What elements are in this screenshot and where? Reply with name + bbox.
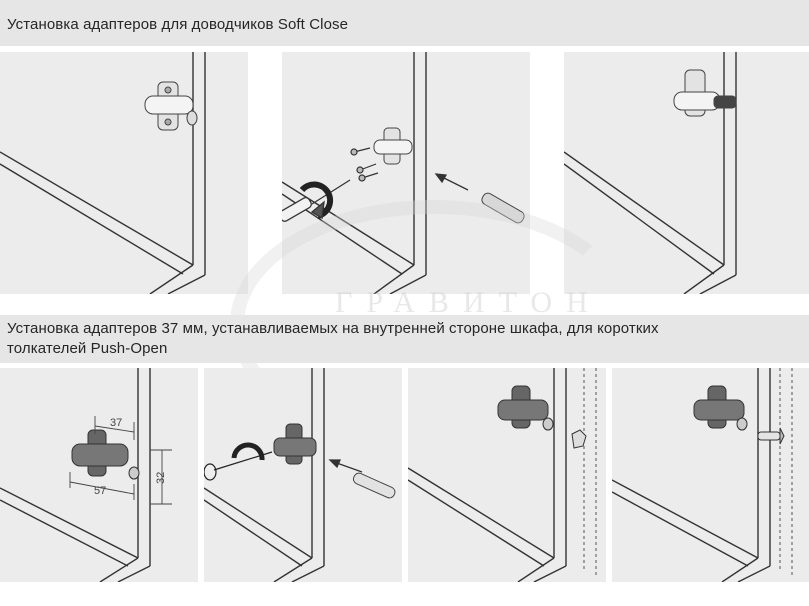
cabinet-corner-illustration (204, 368, 396, 582)
dimension-label-32: 32 (155, 472, 167, 484)
section-title-push-open-line1: Установка адаптеров 37 мм, устанавливаем… (7, 320, 659, 337)
cabinet-corner-illustration (564, 52, 737, 294)
dimension-label-57: 57 (94, 485, 106, 497)
section-header-soft-close (0, 0, 809, 46)
hinge-adapter-drawing (373, 127, 413, 165)
screw-icon (350, 147, 379, 182)
step-panel-4-dimensions: 37 57 32 (0, 368, 198, 582)
push-open-part-drawing (571, 429, 587, 449)
step-panel-5-mounting (204, 368, 402, 582)
hinge-adapter-drawing (71, 429, 140, 480)
cabinet-corner-illustration (612, 368, 793, 582)
adapter-part-drawing (352, 472, 396, 499)
step-panel-3-installed (564, 52, 809, 294)
push-open-part-drawing (757, 427, 785, 445)
arrow-icon (434, 173, 469, 191)
dimension-label-37: 37 (110, 417, 122, 429)
section-title-soft-close: Установка адаптеров для доводчиков Soft … (7, 16, 349, 33)
hinge-adapter-drawing (144, 81, 198, 131)
step-panel-7-final (612, 368, 809, 582)
door-outline (583, 368, 597, 576)
hinge-adapter-drawing (497, 385, 554, 431)
step-panel-1-hinge (0, 52, 248, 294)
screwdriver-icon (204, 442, 273, 481)
hinge-adapter-drawing (673, 69, 737, 117)
hinge-adapter-drawing (273, 423, 317, 465)
cabinet-corner-illustration: 37 57 32 (0, 368, 172, 582)
adapter-part-drawing (481, 192, 525, 224)
section-header-push-open (0, 315, 809, 363)
cabinet-corner-illustration (0, 52, 206, 294)
door-outline (779, 368, 793, 576)
hinge-adapter-drawing (693, 385, 748, 431)
section-title-push-open-line2: толкателей Push-Open (7, 340, 168, 357)
cabinet-corner-illustration (282, 52, 525, 294)
screwdriver-icon (282, 179, 351, 222)
step-panel-2-screwing (282, 52, 530, 294)
step-panel-6-push-open (408, 368, 606, 582)
arrow-icon (328, 459, 363, 473)
cabinet-corner-illustration (408, 368, 597, 582)
dimension-lines (69, 416, 172, 505)
